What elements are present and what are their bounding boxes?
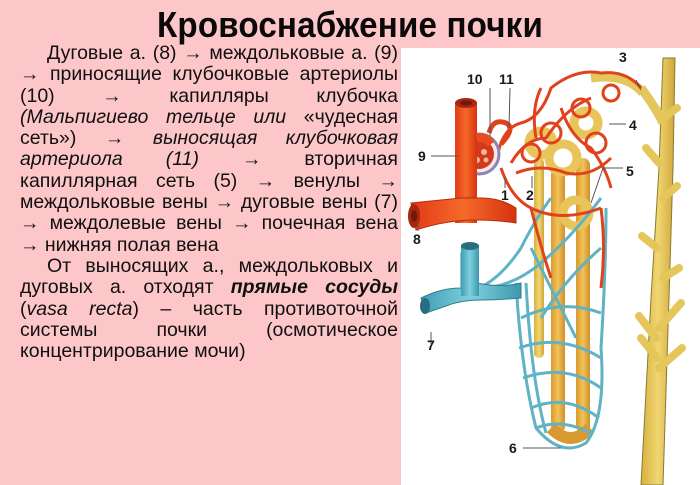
label-3: 3 bbox=[619, 49, 627, 65]
text-segment: Дуговые а. (8) → междольковые а. (9) → п… bbox=[20, 42, 398, 107]
text-segment: От выносящих а., междольковых и дуговых … bbox=[20, 254, 398, 299]
text-segment: → вторичная капиллярная сеть (5) → венул… bbox=[20, 148, 398, 256]
label-5: 5 bbox=[626, 163, 634, 179]
label-1: 1 bbox=[501, 187, 509, 203]
text-segment: ) – часть противоточной системы почки (о… bbox=[20, 297, 398, 363]
label-9: 9 bbox=[418, 148, 426, 164]
label-11: 11 bbox=[499, 71, 514, 87]
nephron-illustration: 3 10 11 4 9 5 1 2 8 7 6 bbox=[408, 49, 686, 485]
kidney-blood-supply-diagram: 3 10 11 4 9 5 1 2 8 7 6 bbox=[401, 48, 700, 485]
nephron-tubule bbox=[524, 106, 603, 444]
label-4: 4 bbox=[629, 117, 637, 133]
arcuate-vein bbox=[420, 242, 522, 314]
text-segment-italic: выносящая клубочковая артериола (11) bbox=[20, 127, 398, 171]
capillary-network bbox=[494, 70, 643, 289]
label-8: 8 bbox=[413, 231, 421, 247]
text-segment-italic: vasa recta bbox=[26, 297, 133, 320]
body-text: Дуговые а. (8) → междольковые а. (9) → п… bbox=[20, 42, 398, 363]
collecting-duct bbox=[590, 57, 686, 485]
term-vasa-recta: прямые сосуды bbox=[230, 276, 398, 299]
page-title: Кровоснабжение почки bbox=[157, 4, 543, 45]
arcuate-artery bbox=[408, 98, 517, 231]
label-2: 2 bbox=[526, 187, 534, 203]
text-segment-italic: (Мальпигиево тельце или bbox=[20, 105, 287, 128]
paragraph-blood-flow: Дуговые а. (8) → междольковые а. (9) → п… bbox=[20, 42, 398, 256]
text-segment: «чудесная сеть») → bbox=[20, 105, 398, 150]
label-10: 10 bbox=[467, 71, 483, 87]
paragraph-vasa-recta: От выносящих а., междольковых и дуговых … bbox=[20, 254, 398, 363]
text-segment: ( bbox=[20, 297, 27, 320]
label-6: 6 bbox=[509, 440, 517, 456]
label-7: 7 bbox=[427, 337, 435, 353]
label-leaders bbox=[417, 79, 642, 449]
